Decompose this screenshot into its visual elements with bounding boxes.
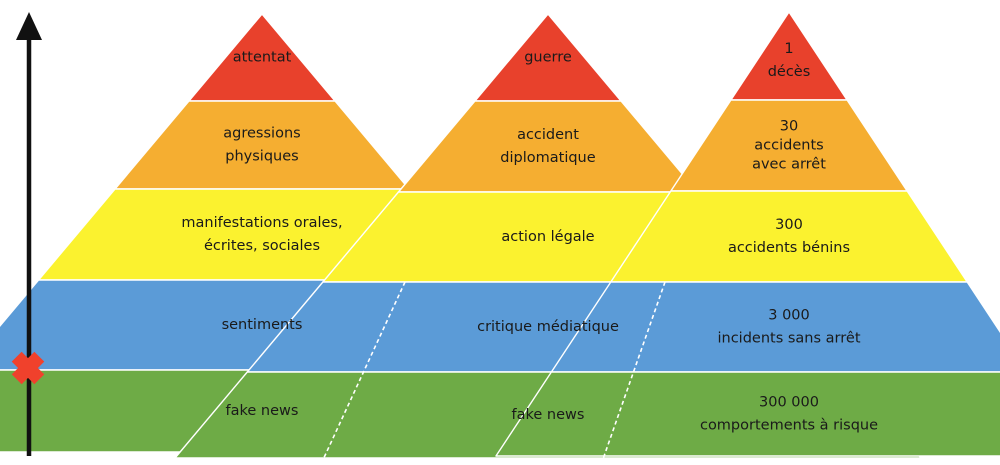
pyramid-1-top-label-line-1: attentat (233, 50, 292, 66)
pyramid-3-lower-label-line-2: incidents sans arrêt (717, 331, 860, 347)
pyramid-2-labels: guerre accident diplomatique action légale c… (477, 50, 619, 424)
pyramid-2-middle-label-line-1: action légale (501, 229, 594, 245)
pyramid-3-lower-label-line-1: 3 000 (768, 308, 810, 324)
pyramid-3-upper-label-line-2: accidents (754, 138, 823, 154)
pyramid-3-upper-label-line-1: 30 (780, 119, 798, 135)
pyramid-1-upper-label-line-1: agressions (223, 126, 300, 142)
pyramid-3-base-label-line-1: 300 000 (759, 395, 819, 411)
pyramid-2-lower-label-line-1: critique médiatique (477, 319, 619, 335)
arrow-head (16, 12, 42, 40)
pyramid-3 (495, 11, 1000, 457)
pyramid-3-lower-band (550, 281, 1000, 373)
pyramid-3-base-label-line-2: comportements à risque (700, 418, 878, 434)
seam-layer (321, 281, 666, 463)
pyramid-1-middle-label-line-2: écrites, sociales (204, 238, 320, 254)
pyramid-1-base-label-line-1: fake news (226, 403, 299, 419)
pyramid-1-upper-label-line-2: physiques (225, 149, 298, 165)
label-layer: attentat agressions physiques manifestation… (181, 41, 878, 434)
pyramid-seam-1 (321, 281, 406, 463)
pyramid-2-base-label-line-1: fake news (512, 407, 585, 423)
pyramid-3-upper-label-line-3: avec arrêt (752, 157, 826, 173)
pyramid-2-upper-band (397, 100, 699, 193)
pyramid-1-upper-band (114, 100, 410, 190)
pyramid-3-top-label-line-2: décès (768, 64, 811, 80)
pyramid-2-top-label-line-1: guerre (524, 50, 572, 66)
pyramid-3-middle-label-line-1: 300 (775, 217, 803, 233)
pyramid-1-lower-label-line-1: sentiments (222, 317, 303, 333)
cross-marker-icon (11, 351, 45, 385)
pyramid-3-labels: 1 décès 30 accidents avec arrêt 300 accidents … (700, 41, 878, 434)
pyramid-3-middle-band (610, 190, 968, 283)
band-layer (0, 11, 1000, 459)
pyramid-2-upper-label-line-1: accident (517, 127, 579, 143)
pyramid-1-middle-label-line-1: manifestations orales, (181, 215, 342, 231)
pyramid-2-upper-label-line-2: diplomatique (500, 150, 595, 166)
pyramid-3-middle-label-line-2: accidents bénins (728, 240, 850, 256)
pyramid-3-top-label-line-1: 1 (784, 41, 793, 57)
pyramid-1-labels: attentat agressions physiques manifestation… (181, 50, 342, 420)
pyramid-seam-2 (601, 281, 666, 463)
pyramid-3-base-band (495, 371, 1000, 457)
escalation-arrow (11, 12, 45, 456)
